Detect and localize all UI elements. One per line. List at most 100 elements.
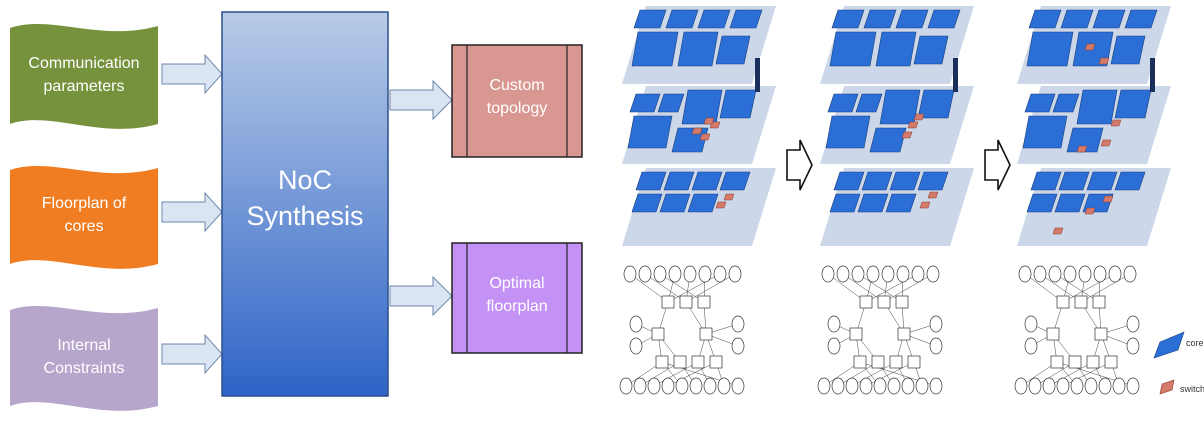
core-block [827, 93, 859, 113]
graph-switch-node [877, 295, 891, 309]
input-arrow-2 [161, 191, 223, 233]
graph-switch-node [1050, 355, 1064, 369]
core-block [627, 115, 673, 149]
switch-block [913, 113, 925, 121]
graph-core-node [1112, 377, 1126, 395]
core-block [1114, 171, 1146, 191]
graph-core-node [675, 377, 689, 395]
switch-block [691, 127, 703, 135]
core-block [729, 9, 763, 29]
graph-core-node [866, 265, 880, 283]
core-block [719, 89, 757, 119]
legend-core-icon [1153, 331, 1185, 359]
graph-edge [685, 273, 736, 303]
legend-core-label: core [1186, 338, 1204, 348]
graph-core-node [633, 377, 647, 395]
core-block [631, 193, 663, 213]
graph-edge [851, 361, 897, 387]
tsv-bar [953, 58, 958, 92]
graph-edge [865, 273, 919, 303]
core-block [719, 171, 751, 191]
graph-edge [667, 361, 717, 387]
graph-core-node [1024, 337, 1038, 355]
core-block [1054, 193, 1086, 213]
graph-core-node [647, 377, 661, 395]
input-arrow-3 [161, 333, 223, 375]
graph-edge [837, 361, 879, 387]
input-label-constraints: Internal Constraints [43, 337, 125, 378]
core-block [833, 171, 865, 191]
graph-switch-node [651, 327, 665, 341]
graph-switch-node [709, 355, 723, 369]
graph-core-node [698, 265, 712, 283]
graph-switch-node [1092, 295, 1106, 309]
core-block [875, 31, 917, 67]
graph-edge [865, 361, 915, 387]
custom-topology-label: Custom topology [486, 77, 548, 118]
graph-edge [883, 273, 934, 303]
switch-block [919, 201, 931, 209]
core-block [829, 193, 861, 213]
core-block [889, 171, 921, 191]
graph-switch-node [889, 355, 903, 369]
core-block [857, 193, 889, 213]
core-block [1030, 171, 1062, 191]
core-block [913, 35, 949, 65]
optimal-floorplan-box [451, 242, 583, 354]
core-block [1028, 9, 1062, 29]
graph-switch-node [1068, 355, 1082, 369]
graph-core-node [1014, 377, 1028, 395]
switch-block [1100, 139, 1112, 147]
graph-edge [1080, 273, 1131, 303]
graph-switch-node [907, 355, 921, 369]
output-arrow-2 [389, 275, 453, 317]
core-block [681, 89, 723, 125]
graph-core-node [817, 377, 831, 395]
core-block [633, 9, 667, 29]
graph-core-node [1126, 315, 1140, 333]
graph-edge [857, 273, 903, 303]
graph-core-node [1123, 265, 1137, 283]
graph-core-node [731, 377, 745, 395]
switch-block [699, 133, 711, 141]
core-block [861, 171, 893, 191]
input-shape-floorplan [10, 165, 158, 269]
core-block [1060, 9, 1094, 29]
graph-switch-node [895, 295, 909, 309]
graph-core-node [1108, 265, 1122, 283]
switch-block [1084, 207, 1096, 215]
tsv-bar [755, 58, 760, 92]
transition-arrow-2 [984, 139, 1011, 191]
graph-core-node [821, 265, 835, 283]
graph-core-node [915, 377, 929, 395]
graph-core-node [661, 377, 675, 395]
graph-core-node [1033, 265, 1047, 283]
graph-edge [1034, 361, 1076, 387]
core-block [665, 9, 699, 29]
graph-core-node [629, 337, 643, 355]
core-block [1052, 93, 1080, 113]
switch-block [901, 131, 913, 139]
graph-core-node [1093, 265, 1107, 283]
graph-edge [1048, 361, 1094, 387]
floorplan-stacks [622, 6, 1171, 246]
core-block [691, 171, 723, 191]
graph-core-node [713, 265, 727, 283]
graph-core-node [731, 315, 745, 333]
core-block [863, 9, 897, 29]
graph-core-node [851, 265, 865, 283]
graph-core-node [887, 377, 901, 395]
core-block [631, 31, 679, 67]
graph-core-node [689, 377, 703, 395]
graph-switch-node [897, 327, 911, 341]
switch-block [907, 121, 919, 129]
core-block [1026, 193, 1058, 213]
graph-core-node [929, 315, 943, 333]
switch-block [1110, 119, 1122, 127]
core-block [635, 171, 667, 191]
input-arrow-1 [161, 53, 223, 95]
graph-edge [1054, 273, 1100, 303]
core-block [1024, 93, 1056, 113]
graph-switch-node [1086, 355, 1100, 369]
